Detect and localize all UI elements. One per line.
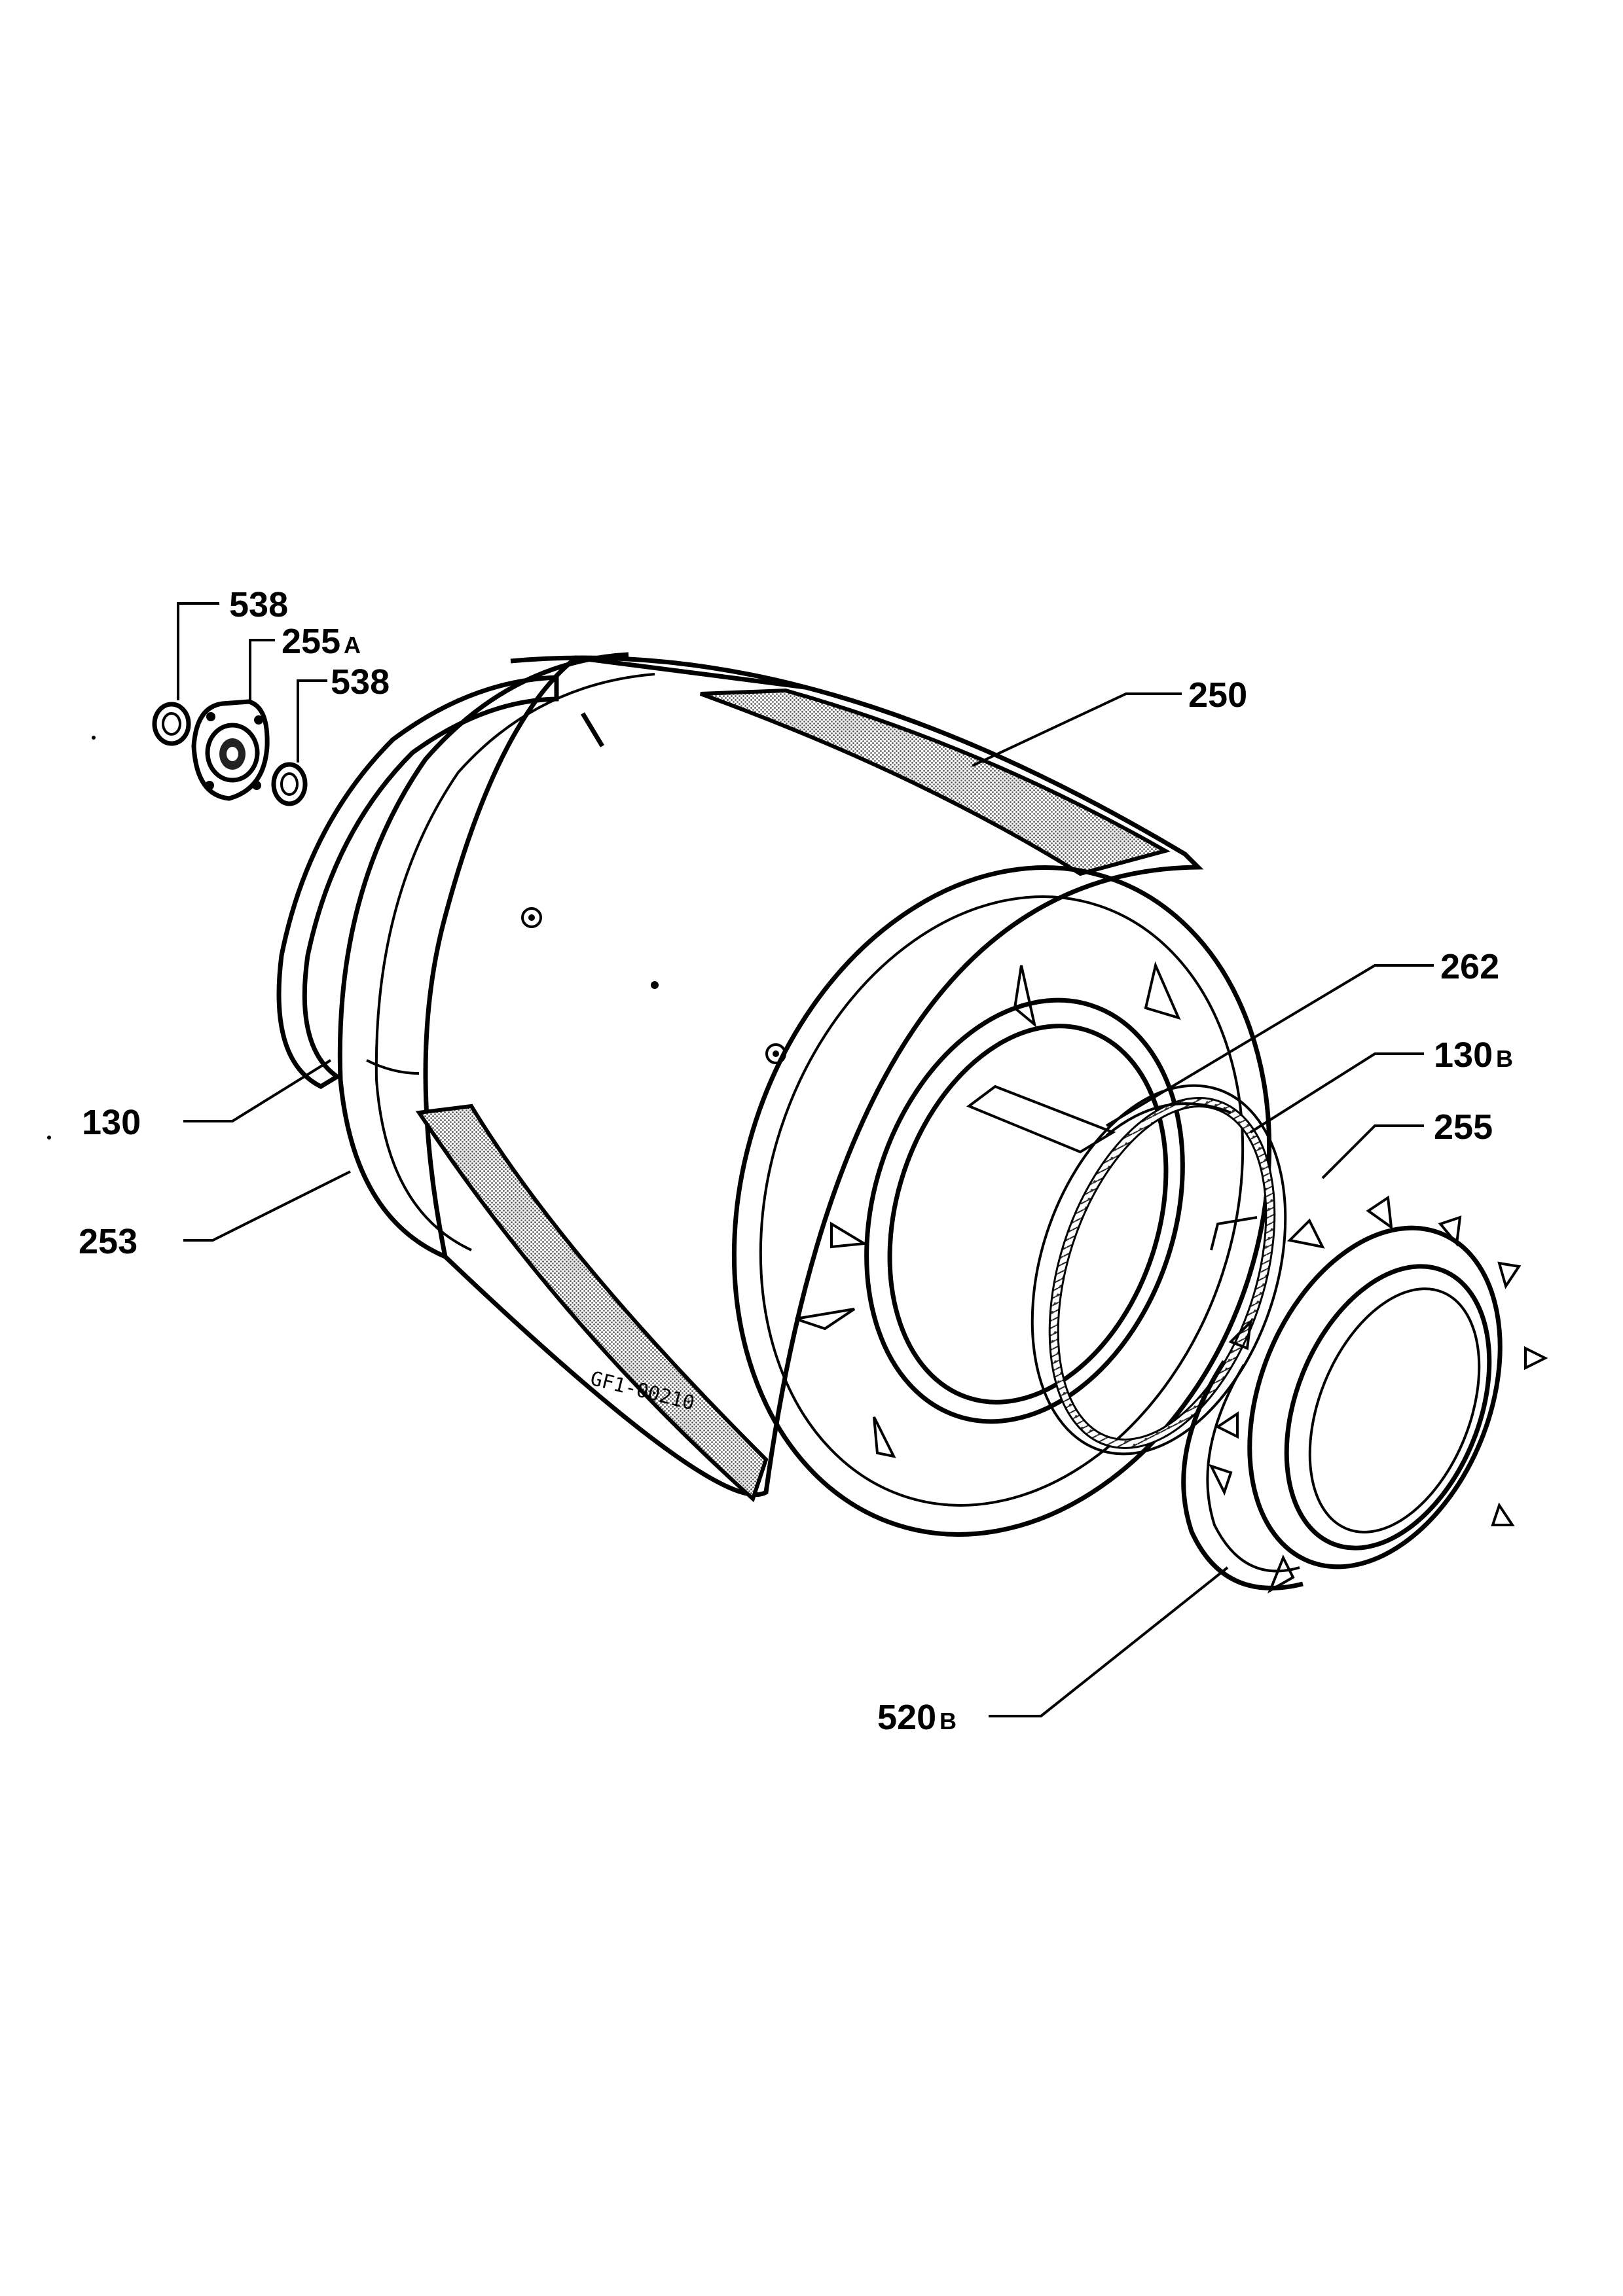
callout-number: 520	[877, 1698, 936, 1737]
callout-number: 255	[1434, 1107, 1493, 1147]
leader-lines	[177, 602, 1434, 1717]
rear-gasket-130	[276, 675, 559, 1089]
callout-number: 538	[229, 585, 288, 624]
callout-number: 253	[79, 1222, 137, 1261]
callout-number: 130	[1434, 1035, 1493, 1075]
callout-520b: 520 B	[877, 1698, 957, 1737]
callout-130: 130	[82, 1103, 141, 1142]
front-ring-262	[1105, 1102, 1231, 1137]
callout-538-top: 538	[229, 585, 288, 624]
bearing-seal-left	[152, 702, 191, 746]
front-gasket-130b	[1030, 1084, 1287, 1456]
bearing-seal-right	[271, 762, 308, 806]
rear-ring-253	[337, 652, 655, 1259]
callout-253: 253	[79, 1222, 137, 1261]
callout-number: 262	[1440, 947, 1499, 986]
callout-suffix: B	[1496, 1045, 1513, 1072]
callout-255a: 255 A	[282, 622, 361, 661]
callout-number: 255	[282, 622, 340, 661]
front-bracket-255	[1209, 1195, 1548, 1594]
front-clamp-520b	[1181, 1360, 1304, 1590]
callout-255: 255	[1434, 1107, 1493, 1147]
drum-front-face	[731, 865, 1272, 1537]
callout-262: 262	[1440, 947, 1499, 986]
callout-538-mid: 538	[331, 662, 390, 702]
bearing-flange-255a	[191, 699, 270, 801]
callout-suffix: A	[344, 632, 361, 658]
callout-number: 250	[1188, 675, 1247, 715]
callout-number: 538	[331, 662, 390, 702]
callout-130b: 130 B	[1434, 1035, 1513, 1075]
callout-suffix: B	[939, 1708, 957, 1734]
callout-250: 250	[1188, 675, 1247, 715]
stray-mark	[47, 1136, 51, 1139]
callout-number: 130	[82, 1103, 141, 1142]
stray-mark	[92, 736, 96, 740]
drum-250	[415, 655, 1204, 1503]
